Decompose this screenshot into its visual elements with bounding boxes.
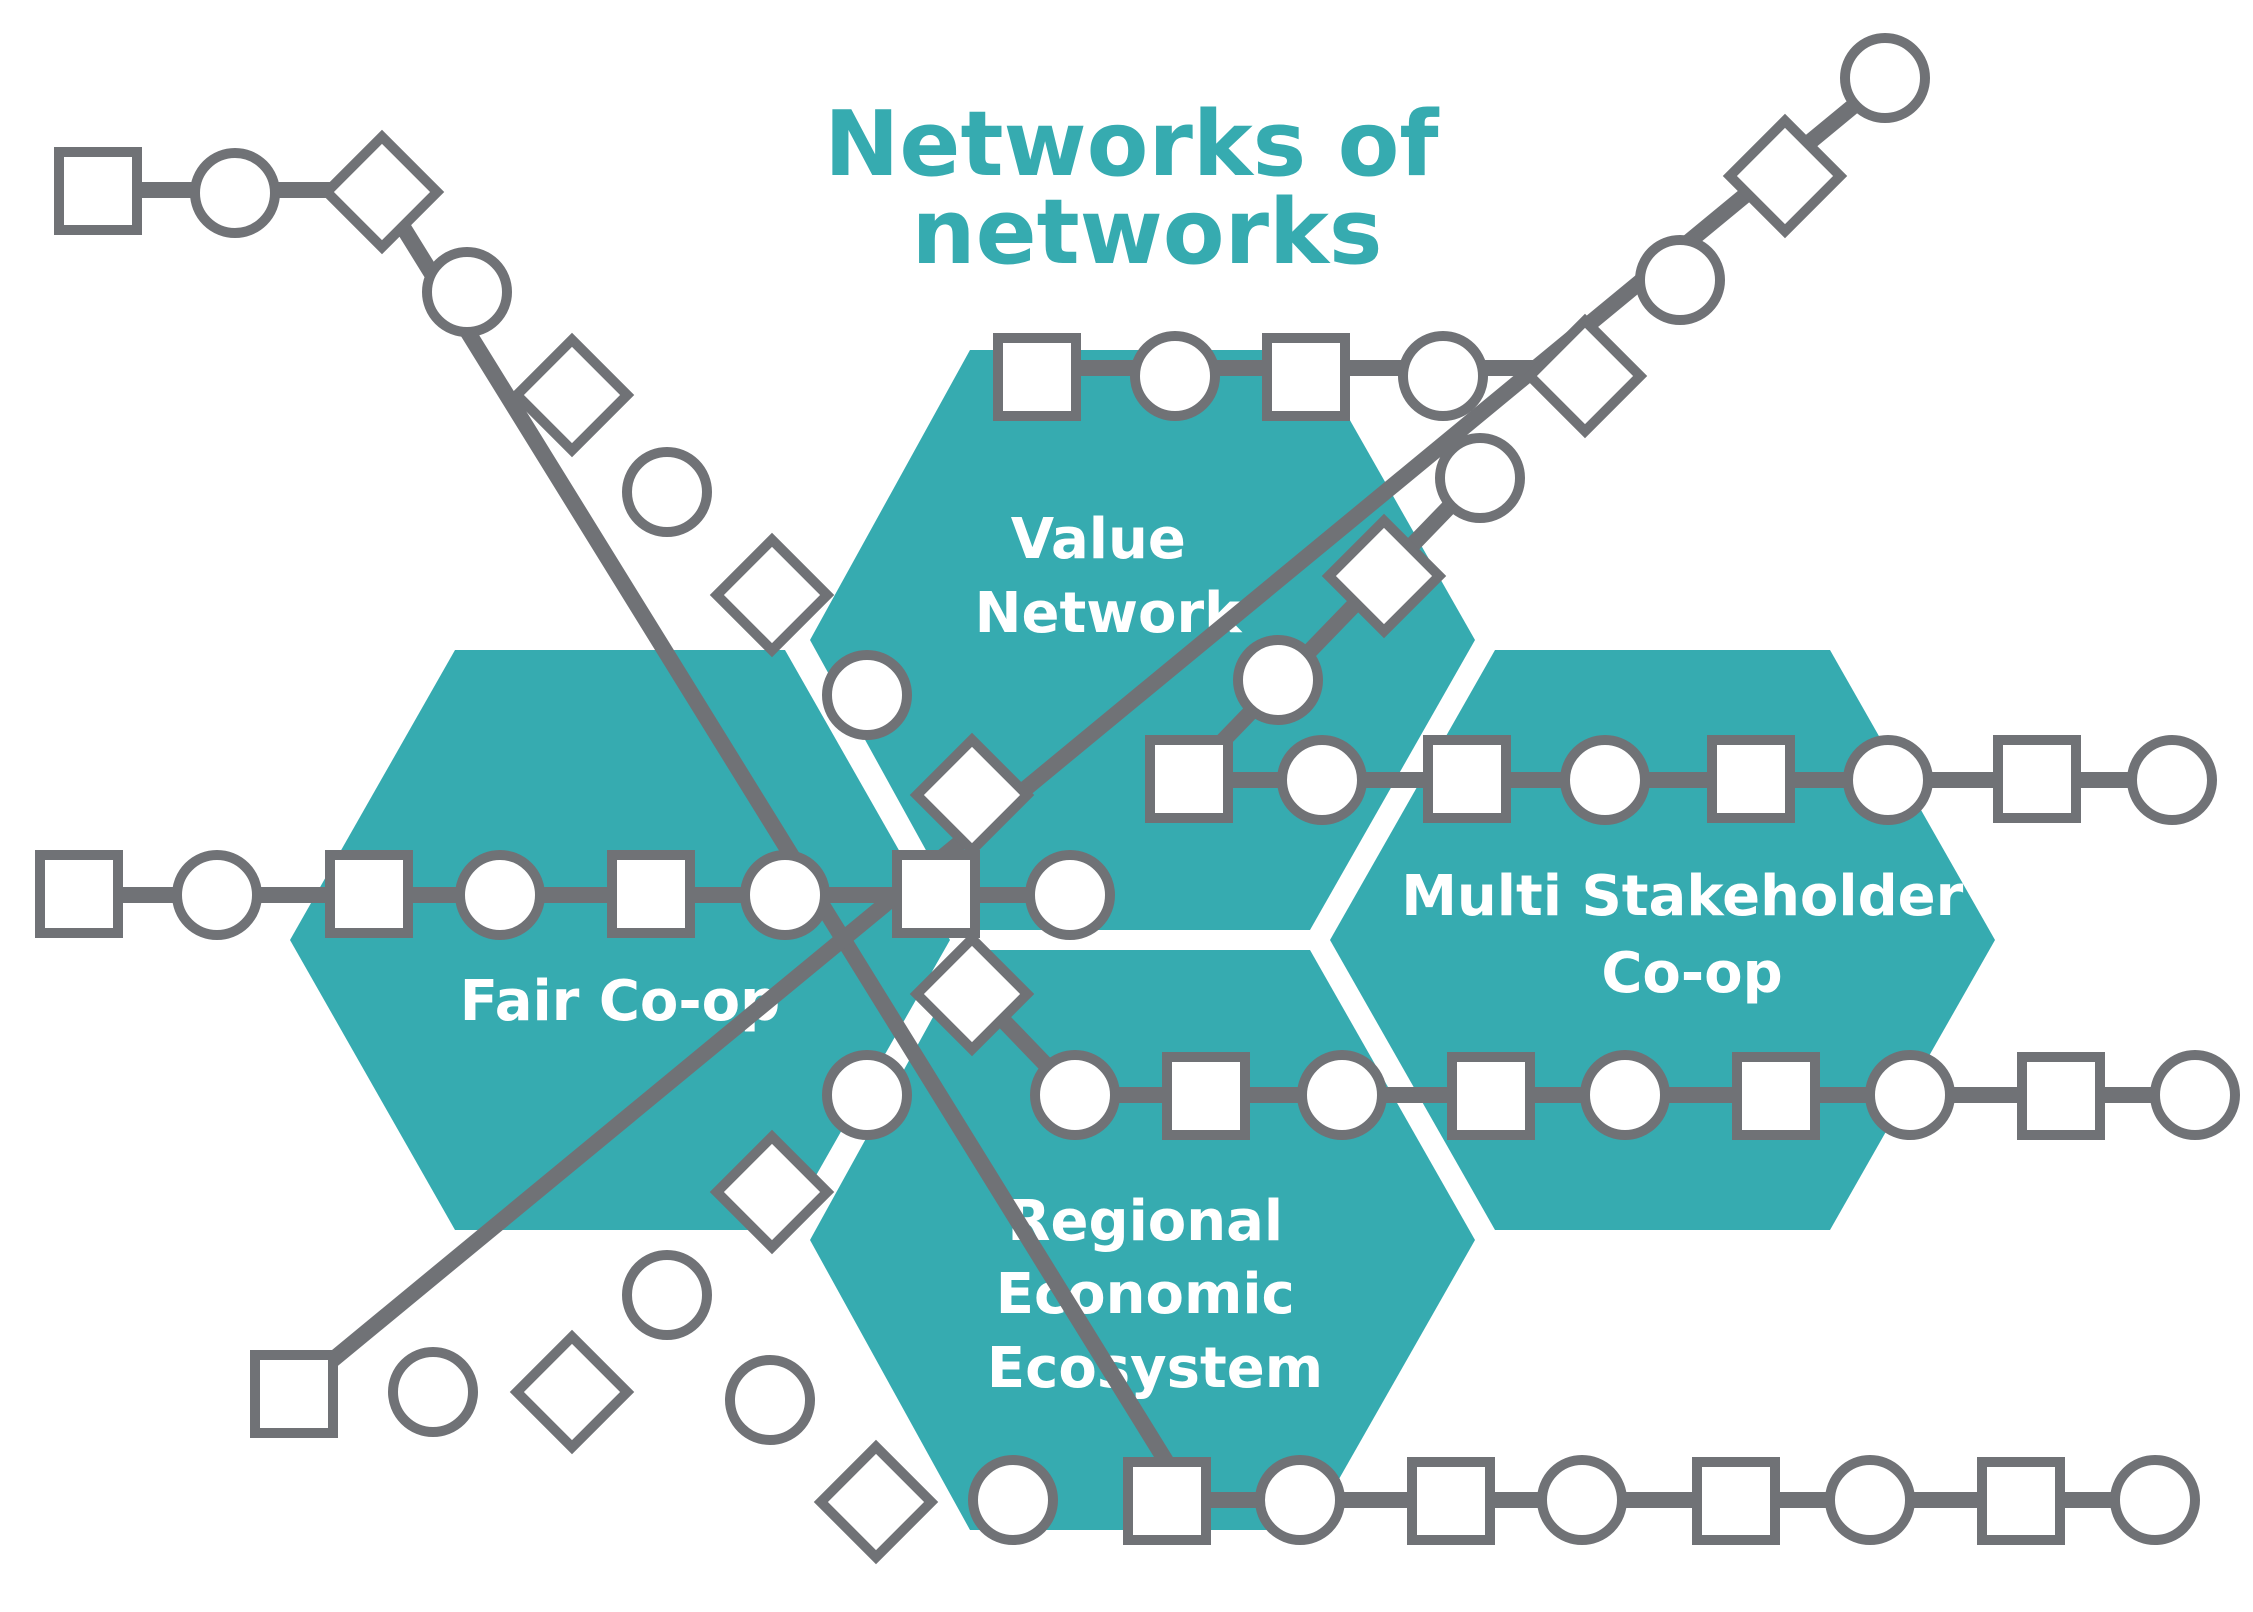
circle-node	[1580, 1050, 1670, 1140]
square-node	[892, 850, 980, 938]
circle-node	[1840, 33, 1930, 123]
diamond-node	[509, 332, 635, 458]
circle-node	[1030, 1050, 1120, 1140]
diamond-node	[319, 129, 445, 255]
square-node	[1977, 1457, 2065, 1545]
nodes-horizontal-mid	[1277, 735, 2217, 825]
circle-node	[1255, 1455, 1345, 1545]
circle-node	[822, 1050, 912, 1140]
diamond-node	[709, 532, 835, 658]
hexagon-label-multi-stakeholder-coop: Multi Stakeholder Co-op	[1401, 864, 1983, 1006]
circle-node	[725, 1355, 815, 1445]
nodes-lower-branch	[1030, 1050, 2240, 1140]
circle-node	[2150, 1050, 2240, 1140]
diamond-node	[1522, 313, 1648, 439]
circle-node	[1233, 635, 1323, 725]
square-node	[1123, 1457, 1211, 1545]
circle-node	[190, 148, 280, 238]
square-node	[1732, 1052, 1820, 1140]
nodes-diagonal-down	[54, 129, 2200, 1565]
circle-node	[422, 247, 512, 337]
square-node	[325, 850, 413, 938]
diamond-node	[509, 1329, 635, 1455]
square-node	[1692, 1457, 1780, 1545]
square-node	[1447, 1052, 1535, 1140]
circle-node	[822, 650, 912, 740]
circle-node	[1635, 235, 1725, 325]
square-node	[1407, 1457, 1495, 1545]
circle-node	[2110, 1455, 2200, 1545]
diamond-node	[1722, 113, 1848, 239]
hexagon-label-regional-economic-ecosystem: Regional Economic Ecosystem	[987, 1189, 1323, 1401]
circle-node	[622, 447, 712, 537]
square-node	[1145, 735, 1233, 823]
hexagon-label-value-network: Value Network	[975, 507, 1243, 646]
square-node	[607, 850, 695, 938]
circle-node	[388, 1347, 478, 1437]
square-node	[1423, 735, 1511, 823]
diamond-node	[909, 931, 1035, 1057]
square-node	[35, 850, 123, 938]
square-node	[1162, 1052, 1250, 1140]
line-upper-branch	[1179, 469, 1486, 786]
square-node	[993, 333, 1081, 421]
square-node	[1707, 735, 1795, 823]
circle-node	[1398, 331, 1488, 421]
line-diagonal-up	[284, 73, 1891, 1402]
diamond-node	[1321, 513, 1447, 639]
circle-node	[1277, 735, 1367, 825]
circle-node	[2127, 735, 2217, 825]
circle-node	[1130, 331, 1220, 421]
circle-node	[1843, 735, 1933, 825]
circle-node	[1537, 1455, 1627, 1545]
hexagon-label-fair-coop: Fair Co-op	[460, 969, 780, 1034]
title: Networks of networks	[824, 92, 1470, 285]
square-node	[2017, 1052, 2105, 1140]
square-node	[1993, 735, 2081, 823]
hexagon-fair-coop	[290, 650, 950, 1230]
circle-node	[1435, 433, 1525, 523]
nodes-top-horizontal	[993, 331, 1488, 421]
title-line-2: networks	[912, 180, 1383, 285]
circle-node	[1025, 850, 1115, 940]
circle-node	[172, 850, 262, 940]
circle-node	[1297, 1050, 1387, 1140]
square-node	[250, 1350, 338, 1438]
circle-node	[1825, 1455, 1915, 1545]
diamond-node	[909, 732, 1035, 858]
circle-node	[455, 850, 545, 940]
circle-node	[622, 1250, 712, 1340]
square-node	[54, 147, 142, 235]
circle-node	[1865, 1050, 1955, 1140]
title-line-1: Networks of	[824, 92, 1439, 197]
diamond-node	[709, 1129, 835, 1255]
diamond-node	[813, 1439, 939, 1565]
nodes-horizontal-left	[35, 850, 980, 940]
circle-node	[968, 1455, 1058, 1545]
square-node	[1262, 333, 1350, 421]
nodes-diagonal-up	[250, 33, 1930, 1455]
circle-node	[740, 850, 830, 940]
circle-node	[1560, 735, 1650, 825]
